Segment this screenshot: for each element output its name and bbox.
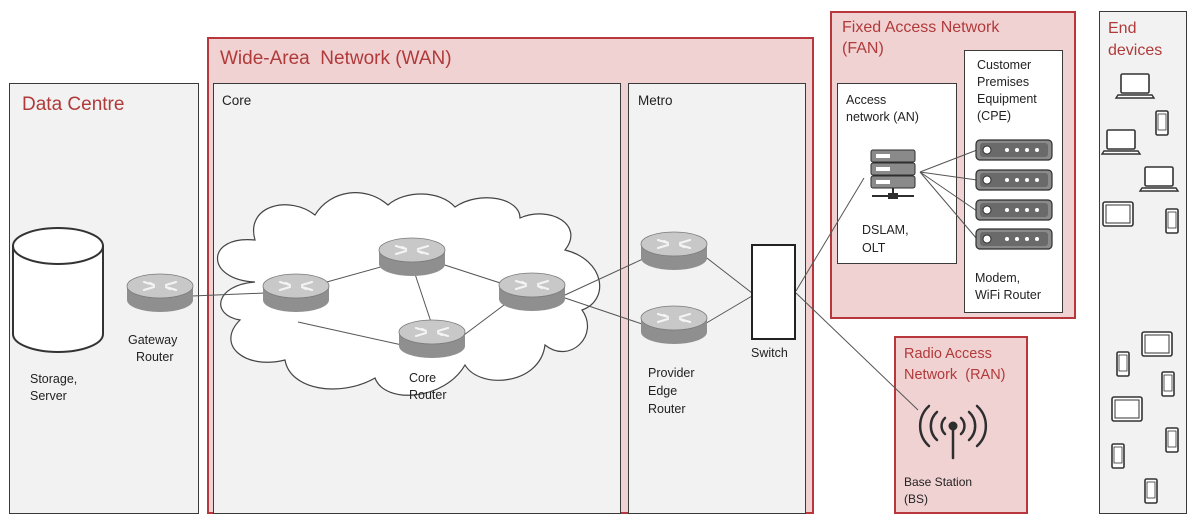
laptop-icon-3 — [1139, 166, 1179, 192]
core-router-icon-right — [497, 271, 567, 313]
modem-label-line2: WiFi Router — [975, 288, 1041, 302]
core-router-icon-bottom — [397, 318, 467, 360]
tablet-icon-3 — [1111, 396, 1143, 422]
end-devices-title-line1: End — [1108, 20, 1137, 37]
access-title-line2: network (AN) — [846, 110, 919, 124]
ran-title-line2: Network (RAN) — [904, 367, 1006, 383]
dslam-label-line2: OLT — [862, 241, 886, 255]
cpe-title-line4: (CPE) — [977, 109, 1012, 123]
laptop-icon-2 — [1101, 129, 1141, 155]
antenna-icon — [918, 404, 988, 460]
phone-icon-3 — [1116, 351, 1130, 377]
metro-title: Metro — [638, 93, 673, 108]
storage-label-line1: Storage, — [30, 372, 78, 386]
core-cloud-shape — [217, 192, 601, 396]
modem-icon-2 — [975, 169, 1053, 191]
storage-label-line2: Server — [30, 389, 67, 403]
cpe-title-line3: Equipment — [977, 92, 1037, 106]
phone-icon-6 — [1111, 443, 1125, 469]
core-router-label-line2: Router — [409, 388, 447, 402]
provider-edge-label-line3: Router — [648, 402, 686, 416]
modem-icon-3 — [975, 199, 1053, 221]
ran-title-line1: Radio Access — [904, 346, 992, 362]
modem-icon-1 — [975, 139, 1053, 161]
provider-edge-label-line1: Provider — [648, 366, 695, 380]
tablet-icon-1 — [1102, 201, 1134, 227]
provider-edge-label-line2: Edge — [648, 384, 678, 398]
access-title-line1: Access — [846, 93, 887, 107]
provider-edge-router-icon-top — [639, 230, 709, 272]
dslam-label-line1: DSLAM, — [862, 223, 909, 237]
core-router-icon-left — [261, 272, 331, 314]
phone-icon-5 — [1165, 427, 1179, 453]
server-stack-icon — [870, 149, 916, 199]
switch-label: Switch — [751, 346, 788, 360]
modem-icon-4 — [975, 228, 1053, 250]
phone-icon-1 — [1155, 110, 1169, 136]
gateway-router-label-line2: Router — [136, 350, 174, 364]
cpe-title-line1: Customer — [977, 58, 1032, 72]
phone-icon-7 — [1144, 478, 1158, 504]
core-router-label-line1: Core — [409, 371, 437, 385]
gateway-router-label-line1: Gateway — [128, 333, 178, 347]
data-centre-title: Data Centre — [22, 94, 125, 115]
storage-cylinder-icon — [12, 227, 104, 353]
fan-title-line1: Fixed Access Network — [842, 19, 1000, 36]
base-station-label-line2: (BS) — [904, 492, 928, 506]
base-station-label-line1: Base Station — [904, 475, 973, 489]
tablet-icon-2 — [1141, 331, 1173, 357]
end-devices-title-line2: devices — [1108, 42, 1163, 59]
ran-region — [894, 336, 1028, 514]
gateway-router-icon — [125, 272, 195, 314]
wan-title: Wide-Area Network (WAN) — [220, 48, 452, 69]
fan-title-line2: (FAN) — [842, 40, 884, 57]
phone-icon-4 — [1161, 371, 1175, 397]
switch-icon — [751, 244, 796, 340]
core-title: Core — [222, 93, 252, 108]
provider-edge-router-icon-bottom — [639, 304, 709, 346]
laptop-icon-1 — [1115, 73, 1155, 99]
phone-icon-2 — [1165, 208, 1179, 234]
core-router-icon-top — [377, 236, 447, 278]
cpe-title-line2: Premises — [977, 75, 1030, 89]
modem-label-line1: Modem, — [975, 271, 1021, 285]
